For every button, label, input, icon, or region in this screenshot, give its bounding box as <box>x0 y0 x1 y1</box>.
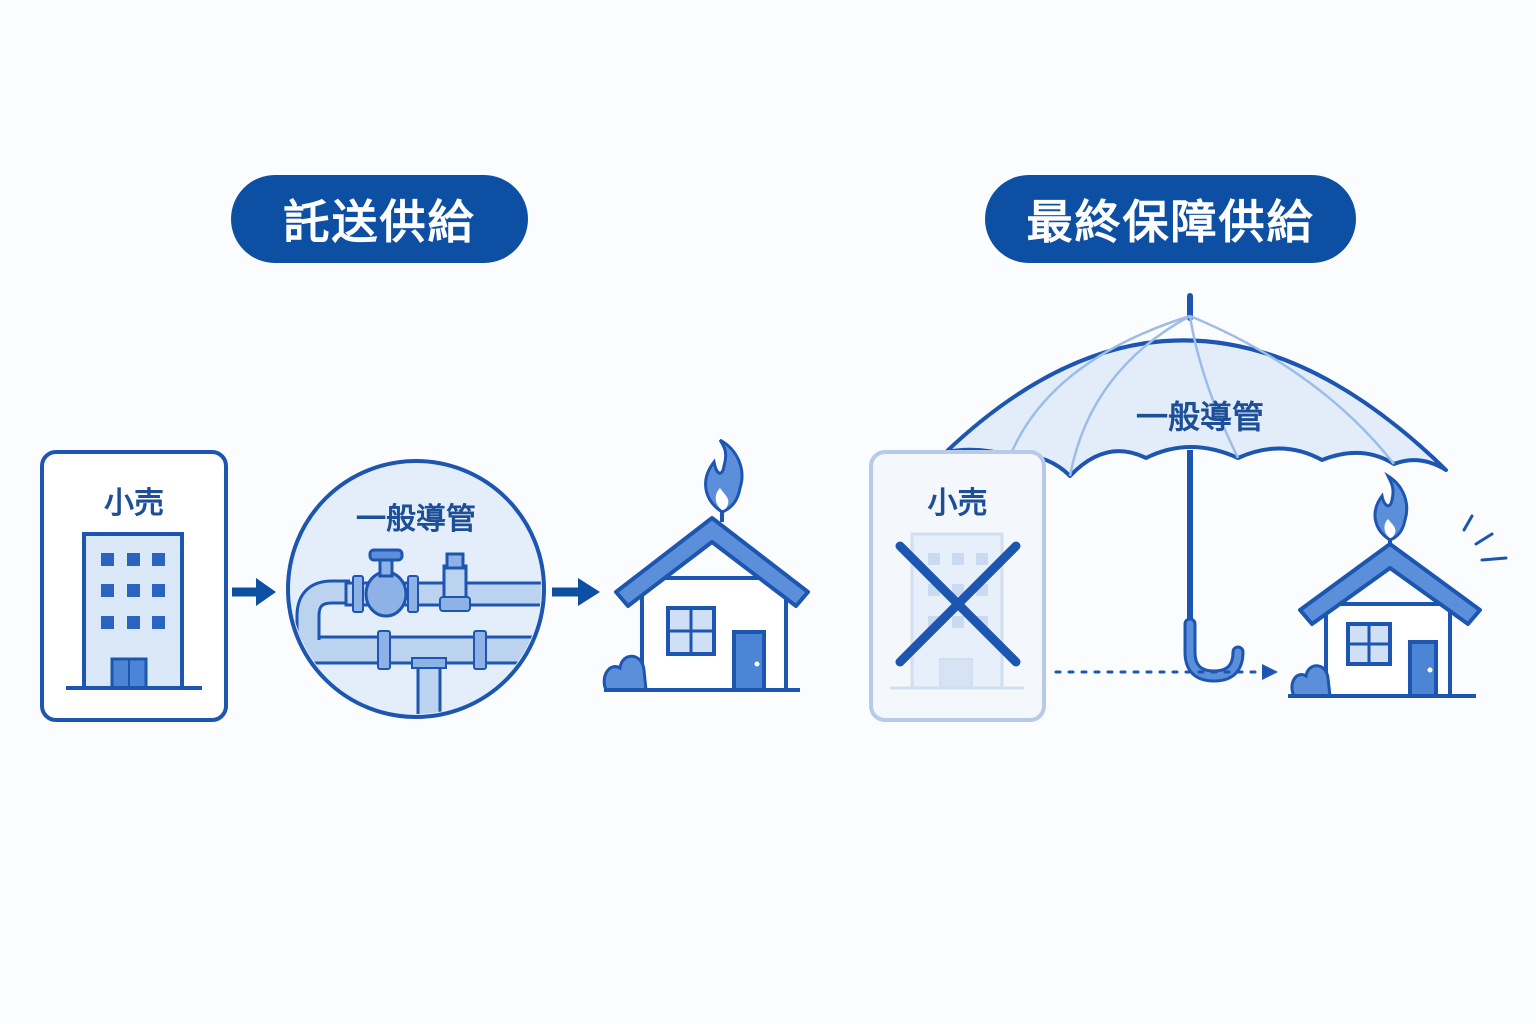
umbrella-label: 一般導管 <box>1135 398 1264 436</box>
arrow-right-icon <box>552 578 600 606</box>
alert-lines-icon <box>1462 514 1508 562</box>
retail-box-right-disabled <box>869 450 1046 722</box>
cross-icon <box>895 541 1021 667</box>
pipeline-valve-icon <box>291 548 541 714</box>
house-with-gas-flame-left <box>602 438 810 692</box>
title-takuso: 託送供給 <box>283 195 476 249</box>
retail-label-left: 小売 <box>104 486 164 521</box>
umbrella-icon <box>944 293 1448 683</box>
house-icon <box>602 516 810 692</box>
house-icon <box>1288 542 1482 698</box>
dotted-arrow-icon <box>1054 664 1278 680</box>
house-with-gas-flame-right <box>1288 471 1508 698</box>
flame-icon <box>1373 471 1409 548</box>
pipe-label: 一般導管 <box>356 502 476 537</box>
office-building-icon <box>66 532 202 690</box>
retail-box-left <box>40 450 228 722</box>
title-pill-saishu-hosho: 最終保障供給 <box>985 175 1356 263</box>
office-building-icon <box>890 532 1024 690</box>
arrow-right-icon <box>232 578 276 606</box>
pipe-circle <box>286 459 546 719</box>
title-pill-takuso: 託送供給 <box>231 175 528 263</box>
title-saishu-hosho: 最終保障供給 <box>1026 195 1315 249</box>
retail-label-right: 小売 <box>927 486 988 521</box>
flame-icon <box>704 438 744 522</box>
